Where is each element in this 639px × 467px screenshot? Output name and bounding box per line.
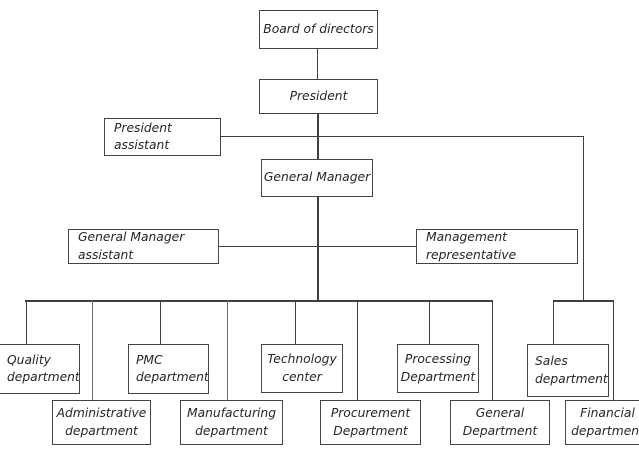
node-manufacturing-department[interactable]: Manufacturing department xyxy=(180,400,283,445)
node-label: President assistant xyxy=(114,120,172,152)
node-label: PMC department xyxy=(136,352,209,384)
node-label: Administrative department xyxy=(56,406,147,438)
node-label: Processing Department xyxy=(400,352,476,384)
node-label: Manufacturing department xyxy=(186,406,277,438)
connector-drop-general-department xyxy=(492,300,493,400)
connector-gm-assistant-horizontal xyxy=(218,246,416,247)
node-technology-center[interactable]: Technology center xyxy=(261,344,343,393)
connector-drop-administrative xyxy=(92,300,93,400)
connector-president-assistant-horizontal xyxy=(220,136,584,137)
node-processing-department[interactable]: Processing Department xyxy=(397,344,479,393)
node-label: Sales department xyxy=(535,354,608,386)
connector-department-bus xyxy=(25,300,493,302)
node-label: Board of directors xyxy=(263,21,374,36)
node-label: Procurement Department xyxy=(330,406,411,438)
connector-drop-technology xyxy=(295,300,296,345)
connector-drop-manufacturing xyxy=(227,300,228,400)
node-label: Quality department xyxy=(7,352,80,384)
connector-gm-trunk xyxy=(317,196,319,301)
node-president[interactable]: President xyxy=(259,79,378,114)
node-president-assistant[interactable]: President assistant xyxy=(104,118,221,156)
node-administrative-department[interactable]: Administrative department xyxy=(52,400,151,445)
connector-president-assistant-vertical-drop xyxy=(583,136,584,301)
connector-drop-procurement xyxy=(357,300,358,400)
connector-drop-sales xyxy=(553,300,554,345)
node-management-representative[interactable]: Management representative xyxy=(416,229,578,264)
node-board-of-directors[interactable]: Board of directors xyxy=(259,10,378,49)
node-procurement-department[interactable]: Procurement Department xyxy=(320,400,421,445)
node-label: President xyxy=(289,88,348,103)
node-general-manager[interactable]: General Manager xyxy=(261,159,373,197)
node-label: General Manager xyxy=(263,170,371,185)
node-pmc-department[interactable]: PMC department xyxy=(128,344,209,394)
node-general-manager-assistant[interactable]: General Manager assistant xyxy=(68,229,219,264)
node-label: General Department xyxy=(462,406,538,438)
node-label: Management representative xyxy=(426,230,517,262)
connector-drop-financial xyxy=(613,300,614,400)
node-sales-department[interactable]: Sales department xyxy=(527,344,609,397)
connector-board-to-president xyxy=(317,48,318,79)
node-label: General Manager assistant xyxy=(78,230,185,262)
node-general-department[interactable]: General Department xyxy=(450,400,550,445)
connector-drop-pmc xyxy=(160,300,161,345)
connector-drop-quality xyxy=(26,300,27,345)
node-label: Technology center xyxy=(267,352,337,384)
node-label: Financial department xyxy=(571,406,639,438)
node-quality-department[interactable]: Quality department xyxy=(0,344,80,394)
node-financial-department[interactable]: Financial department xyxy=(565,400,639,445)
connector-drop-processing xyxy=(429,300,430,345)
connector-sales-bus xyxy=(553,300,614,302)
